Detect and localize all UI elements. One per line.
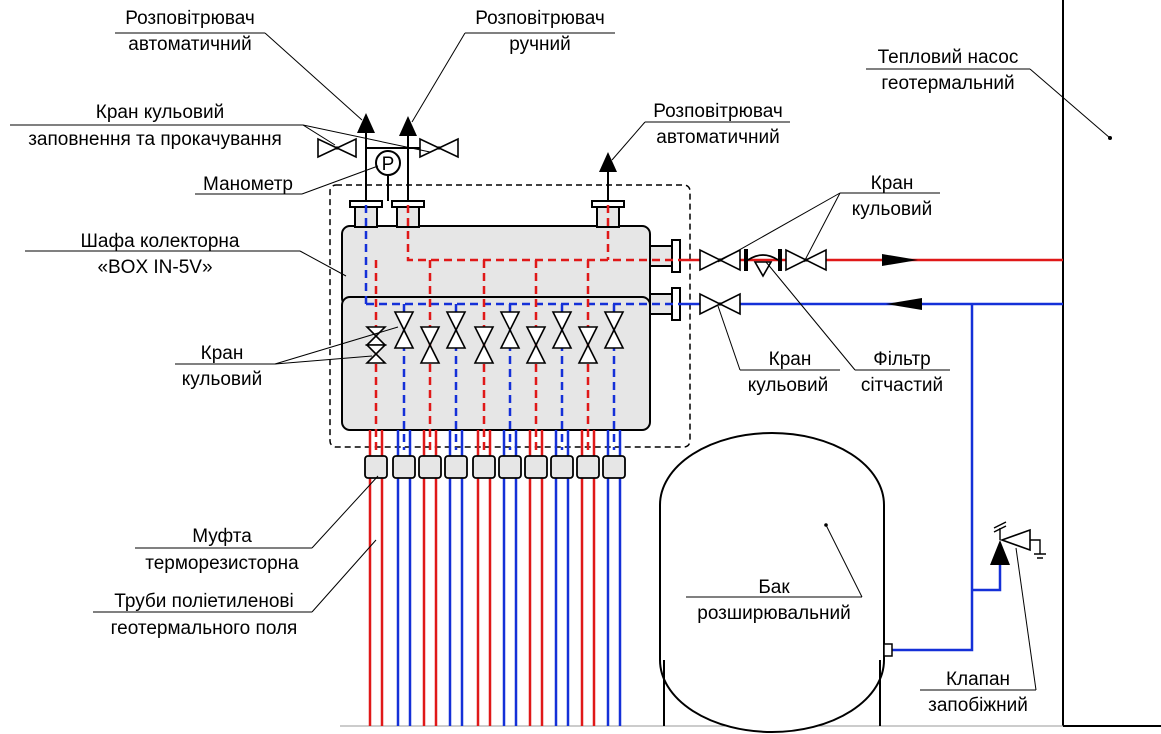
manometer-icon: P	[375, 150, 401, 201]
label-coupling-l1: Муфта	[192, 526, 252, 547]
safety-valve-icon	[990, 521, 1046, 565]
manifold-valves	[365, 311, 625, 364]
label-tank-l1: Бак	[758, 577, 790, 598]
leader-lines	[10, 32, 1111, 691]
supply-line	[680, 248, 1063, 278]
label-air-vent-manual-l2: ручний	[509, 34, 570, 55]
label-ball-valve-manifold-l2: кульовий	[182, 369, 262, 390]
label-safety-valve-l1: Клапан	[946, 669, 1010, 690]
top-nipples	[349, 200, 625, 228]
return-manifold	[341, 296, 651, 431]
label-ball-valve-manifold-l1: Кран	[201, 343, 244, 364]
label-cabinet-l2: «BOX IN-5V»	[97, 257, 212, 278]
label-tank-l2: розширювальний	[697, 603, 850, 624]
side-nipples	[649, 239, 681, 321]
label-air-vent-auto-1-l1: Розповітрювач	[125, 8, 255, 29]
label-ball-valve-top-l2: кульовий	[852, 199, 932, 220]
label-safety-valve-l2: запобіжний	[928, 695, 1028, 716]
label-air-vent-auto-2-l1: Розповітрювач	[653, 101, 783, 122]
label-air-vent-auto-2-l2: автоматичний	[656, 127, 779, 148]
labels: Розповітрювач автоматичний Розповітрювач…	[28, 8, 1028, 716]
return-line	[680, 292, 1063, 652]
label-coupling-l2: терморезисторна	[145, 553, 299, 574]
label-heat-pump-l1: Тепловий насос	[878, 47, 1019, 68]
label-pipes-l1: Труби поліетиленові	[114, 591, 293, 612]
couplings	[364, 455, 626, 479]
label-ball-valve-bottom-l2: кульовий	[748, 375, 828, 396]
label-ball-valve-top-l1: Кран	[871, 173, 914, 194]
label-ball-valve-bottom-l1: Кран	[769, 349, 812, 370]
label-air-vent-manual-l1: Розповітрювач	[475, 8, 605, 29]
manometer-symbol: P	[382, 154, 395, 175]
air-vents	[317, 113, 617, 201]
label-fill-valve-l2: заповнення та прокачування	[28, 129, 282, 150]
label-filter-l2: сітчастий	[861, 375, 943, 396]
field-pipes	[368, 430, 622, 726]
label-heat-pump-l2: геотермальний	[881, 73, 1014, 94]
expansion-tank	[659, 432, 893, 733]
supply-manifold	[341, 225, 651, 307]
label-fill-valve-l1: Кран кульовий	[96, 102, 224, 123]
heat-pump	[1062, 0, 1161, 727]
label-pipes-l2: геотермального поля	[111, 618, 298, 639]
label-filter-l1: Фільтр	[873, 349, 930, 370]
label-manometer: Манометр	[203, 174, 293, 195]
label-air-vent-auto-1-l2: автоматичний	[128, 34, 251, 55]
label-cabinet-l1: Шафа колекторна	[81, 231, 240, 252]
